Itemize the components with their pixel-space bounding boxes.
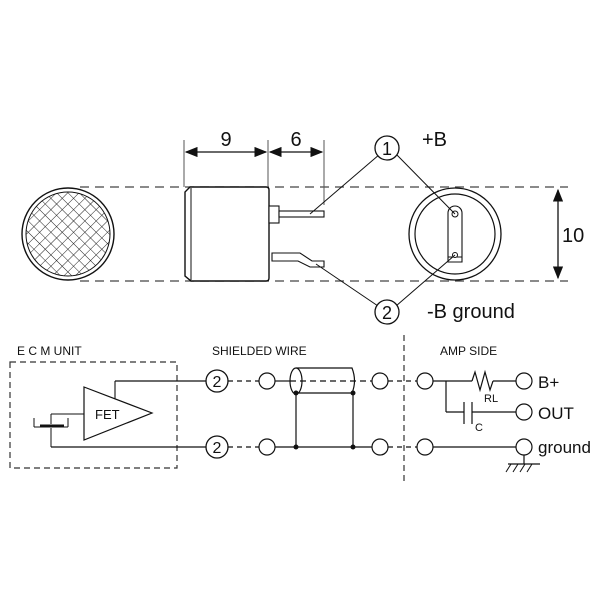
ground-terminal [515, 438, 533, 456]
capacitor-icon [463, 402, 473, 424]
bplus-label: B+ [538, 373, 559, 392]
connector-bottom-1 [258, 438, 276, 456]
ecm-unit-box [9, 361, 178, 469]
out-terminal [515, 403, 533, 421]
capacitor-label: C [475, 422, 483, 434]
pin1-callout-circle [374, 135, 400, 161]
amp-side-label: AMP SIDE [440, 344, 497, 358]
ecm-unit-label: E C M UNIT [17, 344, 82, 358]
svg-text:2: 2 [213, 440, 222, 457]
svg-text:2: 2 [213, 374, 222, 391]
ground-icon [505, 455, 540, 473]
dim-pin-length: 6 [290, 129, 301, 151]
schematic: E C M UNIT SHIELDED WIRE AMP SIDE FET [9, 335, 591, 485]
bplus-terminal [515, 372, 533, 390]
capsule-side-view [184, 186, 325, 282]
fet-amplifier: FET [83, 381, 154, 441]
fet-label: FET [95, 407, 120, 422]
pin-callouts: 1 2 +B -B ground [309, 129, 515, 325]
connector-bottom-2 [371, 438, 389, 456]
svg-text:1: 1 [382, 139, 392, 159]
shielded-cable-icon [289, 367, 373, 450]
electret-element-icon [33, 413, 84, 447]
connector-top-1 [258, 372, 276, 390]
pin2-label: -B ground [427, 301, 515, 323]
svg-text:2: 2 [382, 303, 392, 323]
dimension-length: 9 6 [183, 129, 325, 205]
dim-diameter: 10 [562, 225, 584, 247]
connector-bottom-3 [416, 438, 434, 456]
shielded-wire-label: SHIELDED WIRE [212, 344, 307, 358]
capsule-rear-view [408, 187, 502, 281]
resistor-icon [471, 369, 494, 393]
mechanical-drawing: 9 6 10 1 2 +B -B ground [21, 129, 584, 325]
dim-body-length: 9 [220, 129, 231, 151]
connector-top-3 [416, 372, 434, 390]
mesh-front-view [21, 187, 115, 281]
out-label: OUT [538, 404, 574, 423]
resistor-label: RL [484, 393, 498, 405]
pin2-callout-circle [374, 299, 400, 325]
ground-label: ground [538, 438, 591, 457]
pin1-label: +B [422, 129, 447, 151]
connector-top-2 [371, 372, 389, 390]
dimension-diameter: 10 [552, 188, 584, 280]
